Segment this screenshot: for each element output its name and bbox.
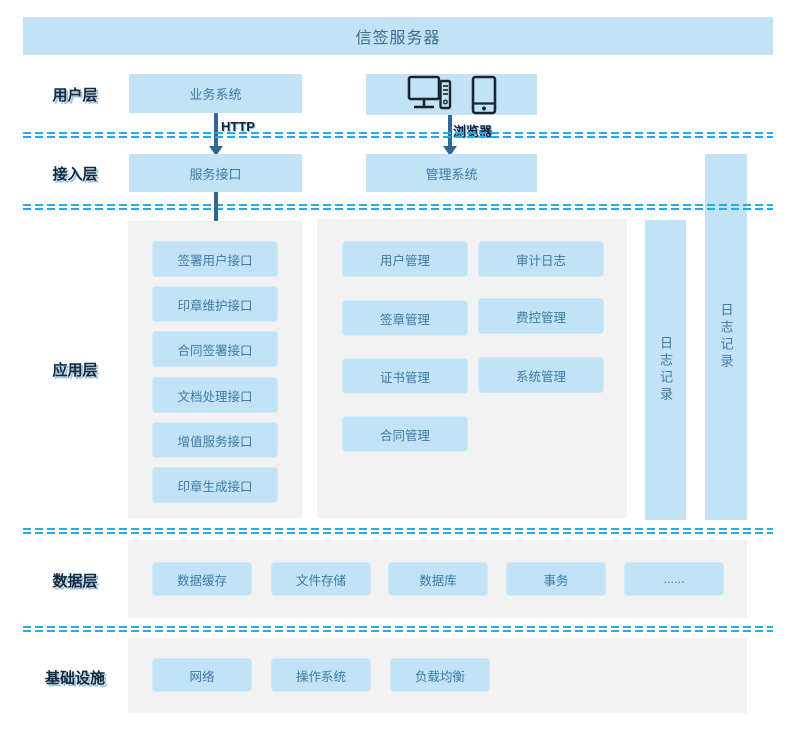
data-box-more: ......: [624, 562, 724, 596]
client-devices-box: [366, 74, 537, 115]
diagram-title-banner: 信签服务器: [23, 17, 773, 55]
management-box: 费控管理: [478, 298, 604, 334]
arrowhead-devices-to-management: [443, 146, 457, 156]
log-record-bar-outer: 日志记录: [705, 154, 747, 520]
log-record-bar-inner: 日志记录: [645, 220, 686, 520]
data-box: 事务: [506, 562, 606, 596]
management-box: 用户管理: [342, 241, 468, 277]
management-box: 签章管理: [342, 300, 468, 336]
layer-label-data: 数据层: [52, 573, 98, 590]
arrow-devices-to-management: [448, 115, 452, 147]
data-box: 数据缓存: [152, 562, 252, 596]
management-system-box: 管理系统: [366, 154, 537, 192]
layer-label-application: 应用层: [52, 362, 98, 379]
management-box: 证书管理: [342, 358, 468, 394]
interface-box: 签署用户接口: [152, 241, 278, 277]
service-interface-box: 服务接口: [129, 154, 302, 192]
interface-box: 合同签署接口: [152, 331, 278, 367]
interface-box: 文档处理接口: [152, 377, 278, 413]
layer-label-infrastructure: 基础设施: [44, 670, 105, 687]
layer-label-user: 用户层: [52, 87, 98, 104]
business-system-label: 业务系统: [189, 87, 242, 102]
desktop-computer-icon: [407, 75, 453, 115]
layer-separator-1: [23, 132, 773, 138]
layer-separator-4: [23, 626, 773, 632]
interface-box: 增值服务接口: [152, 422, 278, 458]
layer-separator-3: [23, 528, 773, 534]
smartphone-icon: [471, 75, 497, 115]
layer-separator-2: [23, 204, 773, 210]
infrastructure-box: 网络: [152, 658, 252, 692]
service-interface-label: 服务接口: [189, 166, 242, 182]
browser-label: 浏览器: [453, 121, 492, 140]
data-box: 文件存储: [271, 562, 371, 596]
business-system-box: 业务系统: [129, 74, 302, 113]
layer-label-access: 接入层: [52, 166, 98, 183]
arrow-business-to-service: [214, 113, 218, 147]
management-box: 系统管理: [478, 357, 604, 393]
log-record-inner-label: 日志记录: [658, 336, 673, 404]
infrastructure-box: 负载均衡: [390, 658, 490, 692]
diagram-title: 信签服务器: [355, 30, 441, 47]
data-box: 数据库: [388, 562, 488, 596]
management-system-label: 管理系统: [425, 166, 478, 182]
log-record-outer-label: 日志记录: [718, 303, 734, 371]
arrowhead-business-to-service: [209, 146, 223, 156]
http-protocol-label: HTTP: [221, 119, 255, 134]
interface-box: 印章维护接口: [152, 286, 278, 322]
arrow-service-to-app: [214, 192, 218, 223]
management-box: 审计日志: [478, 241, 604, 277]
infrastructure-box: 操作系统: [271, 658, 371, 692]
interface-box: 印章生成接口: [152, 467, 278, 503]
management-box: 合同管理: [342, 416, 468, 452]
